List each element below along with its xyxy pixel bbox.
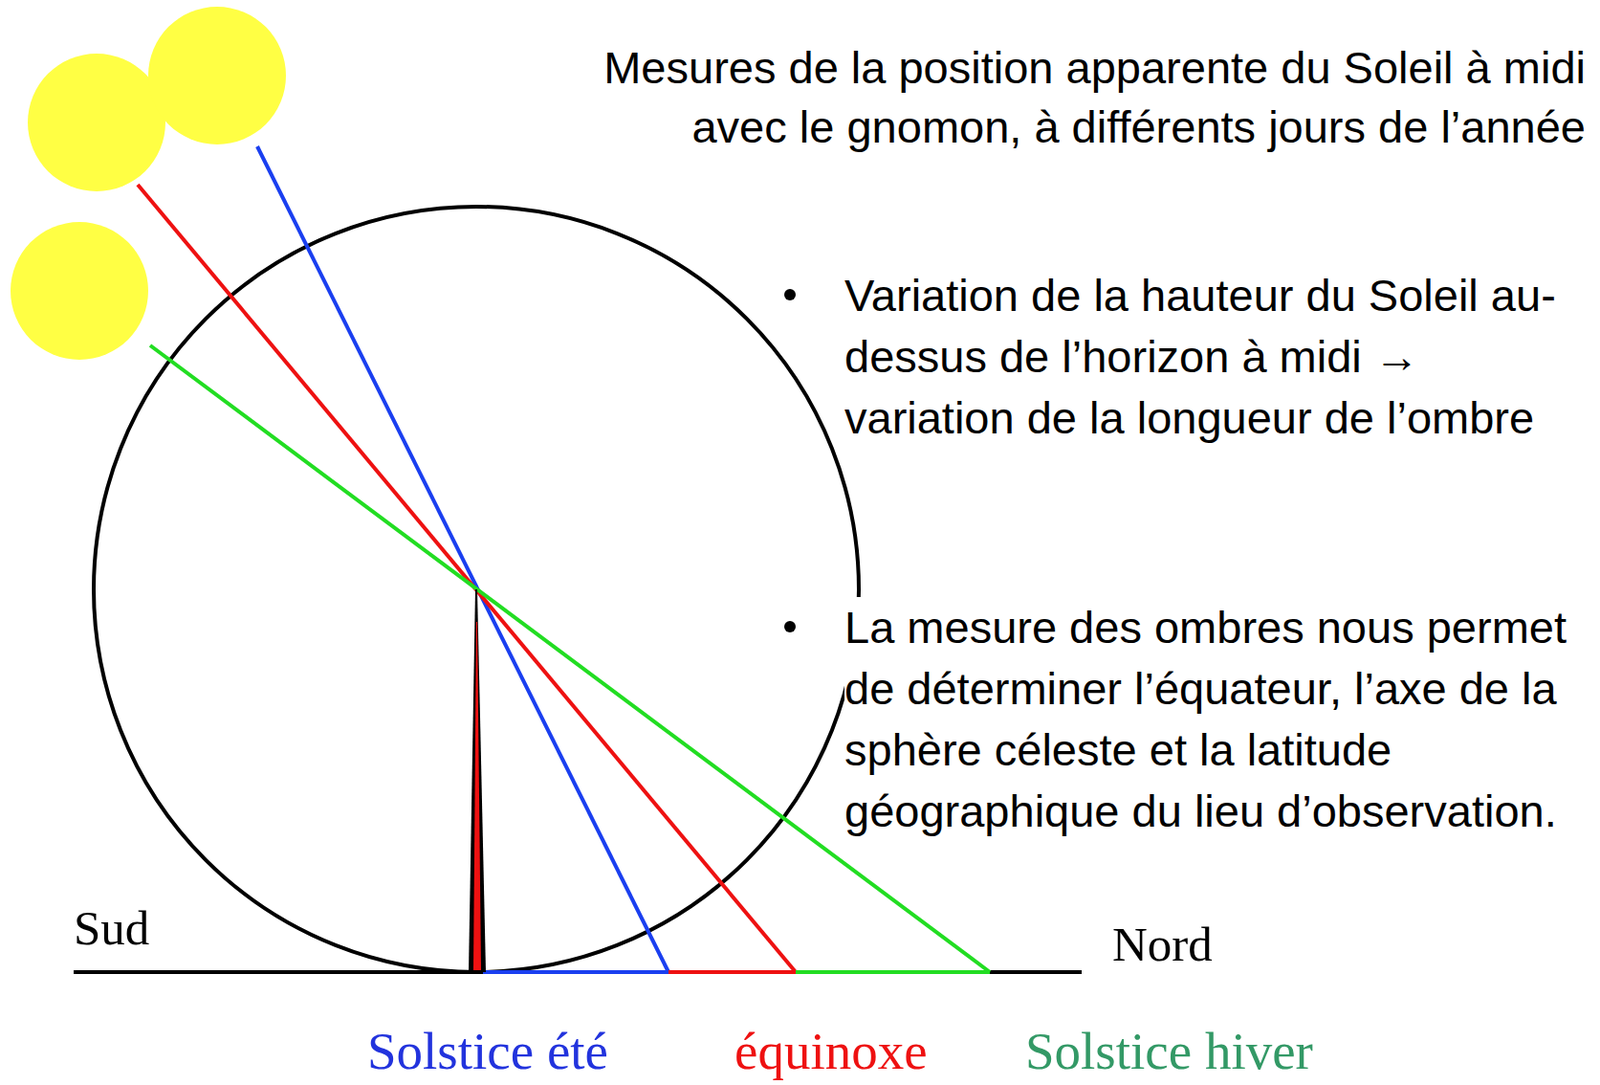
title: Mesures de la position apparente du Sole…	[573, 38, 1586, 157]
celestial-circle	[93, 206, 859, 972]
sun-ray-equinox	[137, 184, 796, 972]
shadow-winter	[795, 969, 990, 974]
bullet-text: Variation de la hauteur du Soleil au-des…	[844, 264, 1596, 449]
direction-label: Nord	[1112, 915, 1213, 973]
gnomon	[468, 589, 486, 972]
bullet	[784, 620, 796, 633]
sun	[10, 221, 149, 360]
gnomon-fill	[473, 621, 482, 970]
sun	[27, 53, 166, 192]
season-label: Solstice hiver	[1025, 1021, 1314, 1081]
shadow-summer	[482, 969, 669, 974]
horizon-line	[73, 969, 1082, 974]
season-label: Solstice été	[367, 1021, 609, 1081]
bullet-text: La mesure des ombres nous permet de déte…	[844, 596, 1596, 842]
sun	[148, 6, 286, 145]
direction-label: Sud	[73, 898, 150, 957]
bullet	[784, 288, 796, 301]
sun-ray-summer	[257, 146, 669, 972]
season-label: équinoxe	[734, 1021, 928, 1081]
shadow-equinox	[668, 969, 796, 974]
